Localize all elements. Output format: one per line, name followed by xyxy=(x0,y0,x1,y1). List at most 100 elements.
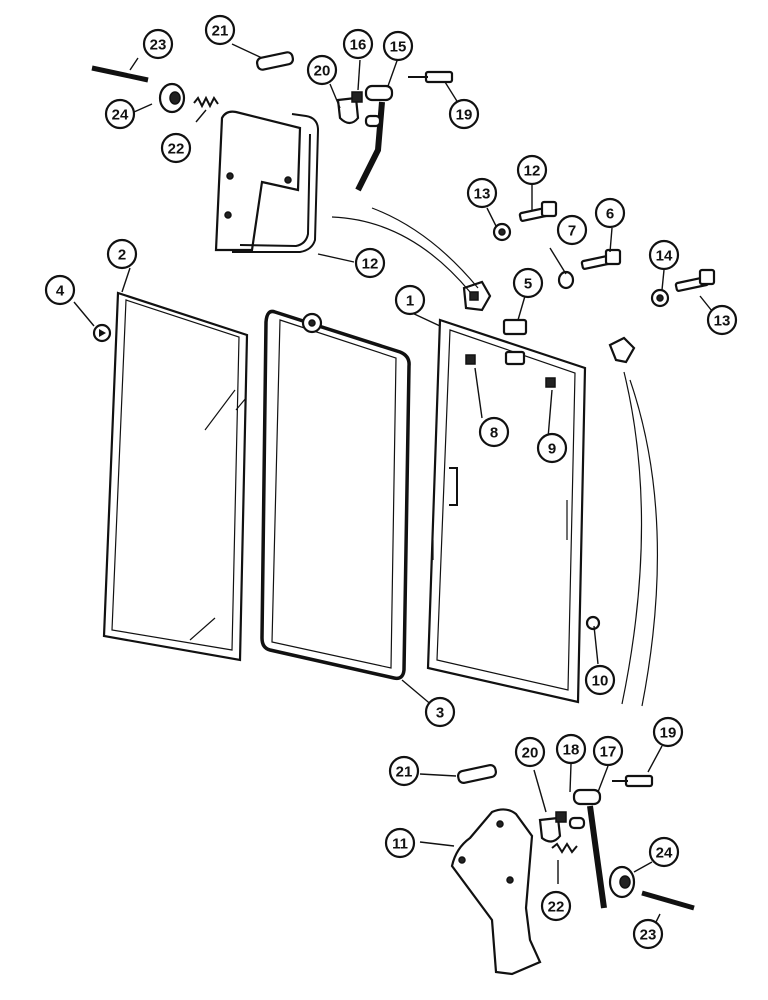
callout-24: 24 xyxy=(104,98,136,130)
callout-circle xyxy=(592,735,624,767)
callout-19: 19 xyxy=(652,716,684,748)
door-frame xyxy=(426,318,587,704)
callout-number: 22 xyxy=(548,899,565,916)
callout-circle xyxy=(394,284,426,316)
callout-circle xyxy=(354,247,386,279)
callout-circle xyxy=(342,28,374,60)
callout-21: 21 xyxy=(388,755,420,787)
callout-number: 4 xyxy=(56,283,65,300)
callout-circle xyxy=(706,304,738,336)
callout-number: 12 xyxy=(524,163,541,180)
callout-5: 5 xyxy=(512,267,544,299)
callout-number: 18 xyxy=(563,742,580,759)
callout-9: 9 xyxy=(536,432,568,464)
callout-circle xyxy=(648,836,680,868)
callout-number: 19 xyxy=(660,725,677,742)
callout-number: 13 xyxy=(474,186,491,203)
callout-17: 17 xyxy=(592,735,624,767)
callout-number: 3 xyxy=(436,705,444,722)
callout-number: 1 xyxy=(406,293,414,310)
callout-number: 14 xyxy=(656,248,673,265)
callout-24: 24 xyxy=(648,836,680,868)
callout-15: 15 xyxy=(382,30,414,62)
door-seal xyxy=(260,309,411,681)
callout-23: 23 xyxy=(142,28,174,60)
callout-number: 7 xyxy=(568,223,576,240)
callout-13: 13 xyxy=(466,177,498,209)
callout-number: 11 xyxy=(392,836,408,853)
callout-number: 20 xyxy=(522,745,539,762)
callout-circle xyxy=(516,154,548,186)
callout-number: 22 xyxy=(168,141,185,158)
callout-circle xyxy=(44,274,76,306)
callout-circle xyxy=(160,132,192,164)
callout-circle xyxy=(142,28,174,60)
callout-3: 3 xyxy=(424,696,456,728)
callout-number: 12 xyxy=(362,256,379,273)
callout-circle xyxy=(424,696,456,728)
plug-part-4 xyxy=(92,323,112,343)
callout-20: 20 xyxy=(514,736,546,768)
callout-circle xyxy=(448,98,480,130)
callout-11: 11 xyxy=(384,827,416,859)
callout-number: 19 xyxy=(456,107,473,124)
lower-handle-bracket xyxy=(450,808,542,976)
callout-16: 16 xyxy=(342,28,374,60)
callout-circle xyxy=(536,432,568,464)
callout-14: 14 xyxy=(648,239,680,271)
callout-circle xyxy=(514,736,546,768)
callout-22: 22 xyxy=(540,890,572,922)
callout-12: 12 xyxy=(516,154,548,186)
callout-circle xyxy=(594,197,626,229)
callout-circle xyxy=(466,177,498,209)
callout-number: 21 xyxy=(396,764,413,781)
callout-number: 15 xyxy=(390,39,407,56)
callout-12: 12 xyxy=(354,247,386,279)
callout-number: 24 xyxy=(112,107,129,124)
callout-6: 6 xyxy=(594,197,626,229)
callout-circle xyxy=(306,54,338,86)
callout-circle xyxy=(584,664,616,696)
callout-circle xyxy=(104,98,136,130)
callout-circle xyxy=(478,416,510,448)
callout-number: 8 xyxy=(490,425,498,442)
callout-2: 2 xyxy=(106,238,138,270)
callout-7: 7 xyxy=(556,214,588,246)
callout-number: 6 xyxy=(606,206,614,223)
button-part-9 xyxy=(585,615,601,631)
callout-23: 23 xyxy=(632,918,664,950)
glass-pane xyxy=(102,291,249,662)
upper-latch-hardware xyxy=(462,200,716,364)
callout-18: 18 xyxy=(555,733,587,765)
callout-circle xyxy=(512,267,544,299)
callout-number: 20 xyxy=(314,63,331,80)
callout-circle xyxy=(106,238,138,270)
callout-21: 21 xyxy=(204,14,236,46)
upper-handle-bracket xyxy=(214,110,320,253)
callout-circle xyxy=(652,716,684,748)
callout-circle xyxy=(632,918,664,950)
callout-number: 5 xyxy=(524,276,532,293)
callout-circle xyxy=(540,890,572,922)
lower-hardware xyxy=(456,764,695,911)
callout-1: 1 xyxy=(394,284,426,316)
callout-13: 13 xyxy=(706,304,738,336)
callout-number: 21 xyxy=(212,23,229,40)
callout-number: 23 xyxy=(150,37,167,54)
callout-number: 16 xyxy=(350,37,367,54)
callout-22: 22 xyxy=(160,132,192,164)
upper-hardware xyxy=(91,51,454,192)
callout-8: 8 xyxy=(478,416,510,448)
callout-circle xyxy=(382,30,414,62)
callout-4: 4 xyxy=(44,274,76,306)
callout-number: 23 xyxy=(640,927,657,944)
callout-number: 13 xyxy=(714,313,731,330)
callout-number: 10 xyxy=(592,673,609,690)
callout-19: 19 xyxy=(448,98,480,130)
callout-circle xyxy=(388,755,420,787)
callout-number: 24 xyxy=(656,845,673,862)
callout-circle xyxy=(384,827,416,859)
